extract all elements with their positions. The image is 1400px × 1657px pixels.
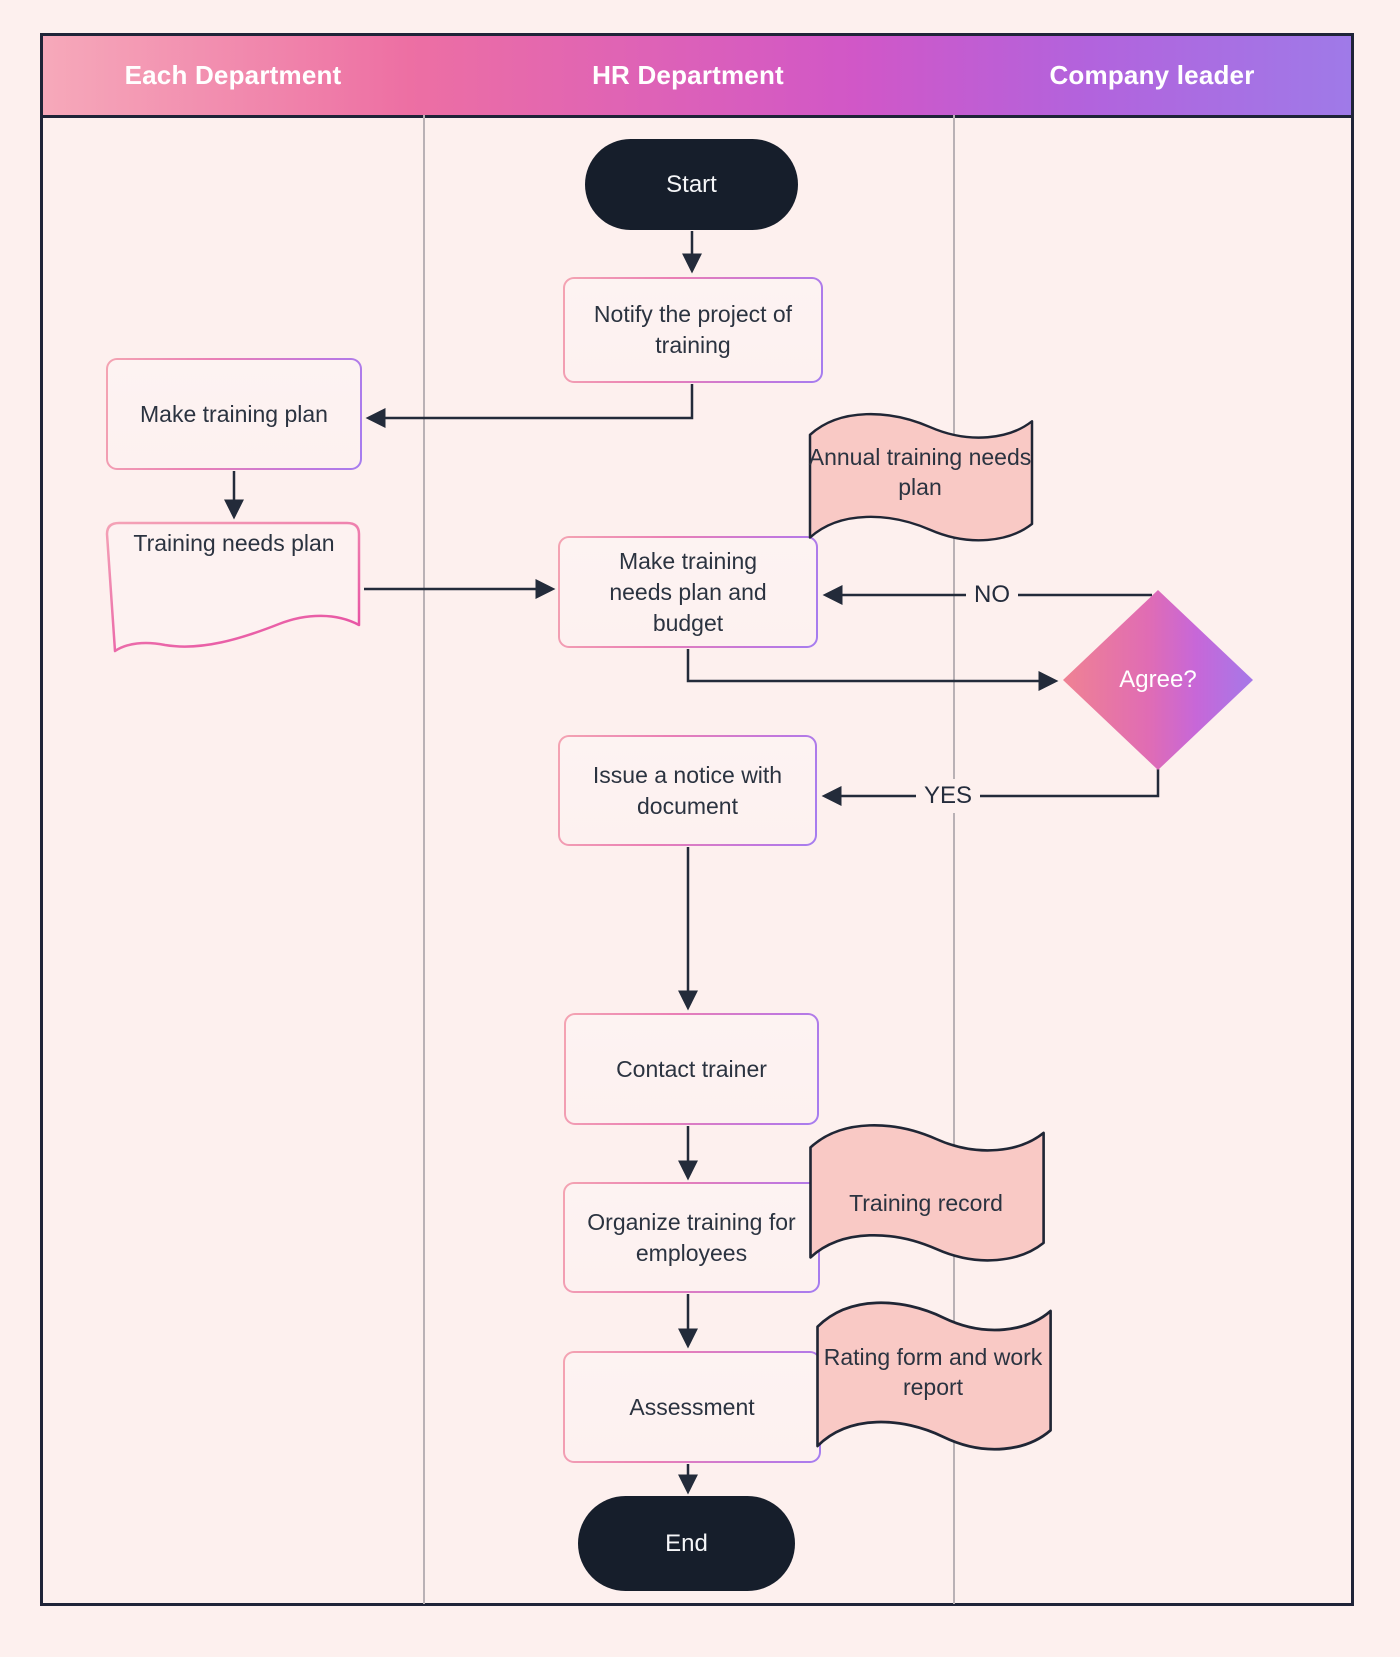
- start-terminator-label: Start: [666, 170, 717, 198]
- end-terminator-label: End: [665, 1529, 708, 1557]
- label-no: NO: [966, 578, 1018, 612]
- process-make-training-plan: Make training plan: [106, 358, 362, 470]
- decision-agree-label: Agree?: [1119, 666, 1197, 693]
- lane-divider-2: [953, 115, 955, 1604]
- lane-header-hr-department: HR Department: [592, 60, 784, 90]
- end-terminator: End: [578, 1496, 795, 1591]
- process-make-needs-plan-budget: Make training needs plan and budget: [558, 536, 818, 648]
- document-training-needs-plan: [105, 521, 361, 653]
- process-contact-trainer: Contact trainer: [564, 1013, 819, 1125]
- label-yes: YES: [916, 779, 981, 813]
- start-terminator: Start: [585, 139, 798, 230]
- process-issue-notice: Issue a notice with document: [558, 735, 817, 846]
- flag-annual-training-needs-plan: [808, 413, 1034, 542]
- document-training-needs-plan-label: Training needs plan: [133, 530, 335, 556]
- process-notify-training: Notify the project of training: [563, 277, 823, 383]
- lane-header-each-department: Each Department: [124, 60, 342, 90]
- flag-annual-training-needs-plan-label: Annual training needs plan: [808, 444, 1032, 500]
- swimlane-header: Each Department HR Department Company le…: [43, 36, 1351, 118]
- lane-header-company-leader: Company leader: [1049, 60, 1255, 90]
- flag-rating-form-work-report-label: Rating form and work report: [823, 1344, 1043, 1400]
- decision-agree: [1063, 590, 1253, 770]
- process-assessment: Assessment: [563, 1351, 821, 1463]
- swimlane-table: Each Department HR Department Company le…: [40, 33, 1354, 1606]
- flag-training-record-label: Training record: [849, 1190, 1003, 1216]
- lane-divider-1: [423, 115, 425, 1604]
- flag-rating-form-work-report: [816, 1301, 1052, 1451]
- flag-training-record: [809, 1124, 1045, 1262]
- process-organize-training: Organize training for employees: [563, 1182, 820, 1293]
